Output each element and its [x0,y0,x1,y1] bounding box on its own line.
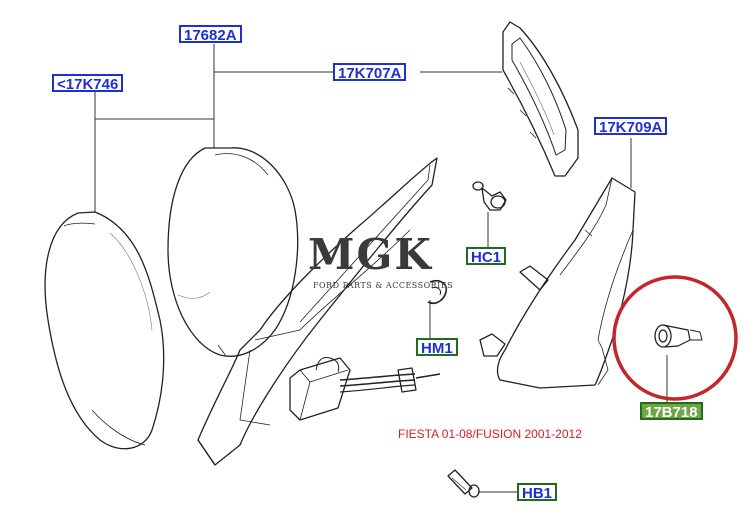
mirror-glass [167,147,299,357]
mirror-gasket [502,21,579,177]
mirror-bracket [479,177,636,389]
part-label-17B718: 17B718 [640,402,703,421]
part-label-HM1: HM1 [416,338,458,357]
watermark-tagline: FORD PARTS & ACCESSORIES [313,281,454,290]
part-17b718 [654,324,703,348]
part-label-HB1: HB1 [517,483,558,502]
screw-hb1 [447,469,480,498]
model-caption: FIESTA 01-08/FUSION 2001-2012 [398,427,582,441]
part-label-17682A: 17682A [179,25,242,44]
part-label-17K707A: 17K707A [333,63,407,82]
clip-hc1 [472,181,507,211]
clip-hm1 [427,279,448,305]
part-label-17K746: <17K746 [52,74,124,93]
part-label-17K709A: 17K709A [594,117,668,136]
mirror-housing [197,157,441,466]
part-label-HC1: HC1 [466,247,507,266]
watermark-brand: MGK [308,230,433,279]
leader-lines [94,44,668,493]
mirror-glass-back [44,211,165,450]
highlight-circle [612,275,738,401]
